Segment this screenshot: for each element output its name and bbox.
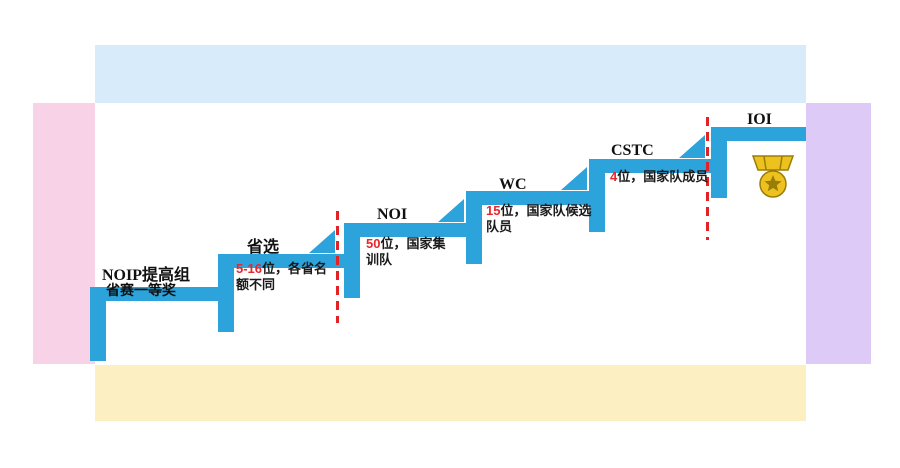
step-riser-shengxuan [218, 254, 234, 332]
step-tread-ioi [711, 127, 806, 141]
stage-label-cstc: CSTC [611, 142, 654, 159]
quota-number: 50 [366, 236, 381, 251]
top-band [95, 45, 806, 103]
stage-note-wc: 15位，国家队候选队员 [486, 203, 594, 235]
quota-text: 位，国家集训队 [366, 236, 446, 267]
bottom-band [95, 365, 806, 421]
left-band [33, 103, 95, 364]
stage-label-noip: NOIP提高组 [102, 267, 191, 284]
step-tread-cstc [589, 159, 712, 173]
step-tread-noip [90, 287, 222, 301]
stage-label-ioi: IOI [747, 111, 772, 128]
stage-sublabel-noip: 省赛一等奖 [106, 282, 176, 298]
stage-label-wc: WC [499, 176, 527, 193]
divider-dashed-line [706, 117, 709, 240]
quota-number: 4 [610, 169, 618, 184]
right-band [806, 103, 871, 364]
step-tread-noi [344, 223, 468, 237]
step-tread-wc [466, 191, 591, 205]
quota-number: 15 [486, 203, 501, 218]
stage-note-shengxuan: 5-16位，各省名额不同 [236, 261, 338, 293]
quota-text: 位，各省名额不同 [236, 261, 328, 292]
divider-dashed-line [336, 211, 339, 323]
quota-text: 位，国家队成员 [617, 169, 709, 184]
stage-note-noi: 50位，国家集训队 [366, 236, 458, 268]
stage-label-shengxuan: 省选 [247, 239, 280, 256]
ascend-arrow-icon [309, 230, 335, 253]
ascend-arrow-icon [679, 135, 705, 158]
medal-icon [750, 155, 796, 204]
step-tread-shengxuan [218, 254, 346, 268]
quota-number: 5-16 [236, 261, 263, 276]
step-riser-wc [466, 191, 482, 264]
step-riser-noi [344, 223, 360, 298]
quota-text: 位，国家队候选队员 [486, 203, 592, 234]
step-riser-noip [90, 287, 106, 361]
ascend-arrow-icon [561, 167, 587, 190]
stage-label-noi: NOI [377, 206, 408, 223]
stage-note-cstc: 4位，国家队成员 [610, 169, 710, 185]
ascend-arrow-icon [438, 199, 464, 222]
step-riser-ioi [711, 127, 727, 198]
step-riser-cstc [589, 159, 605, 232]
